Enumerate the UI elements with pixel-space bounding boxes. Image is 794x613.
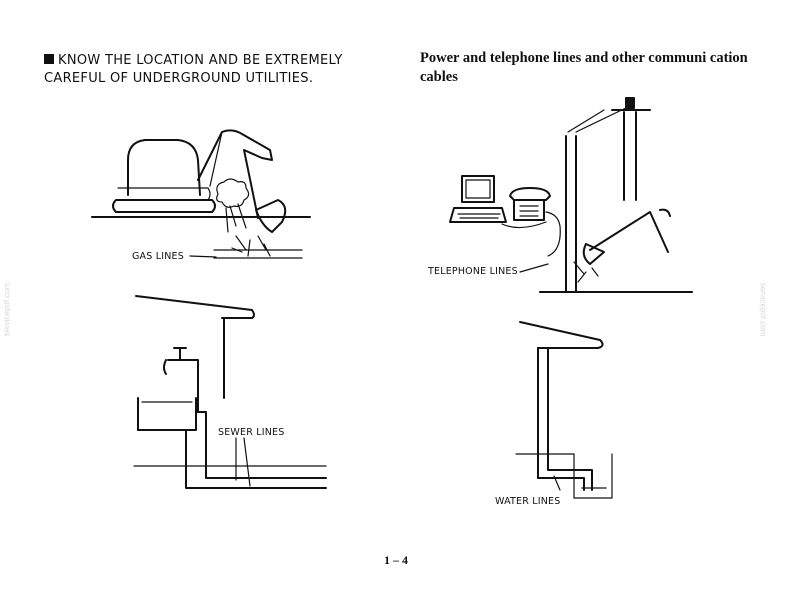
sewer-lines-label: SEWER LINES	[218, 427, 285, 438]
phone-cord	[545, 211, 561, 257]
spark-2-icon	[573, 261, 599, 283]
water-illustration	[515, 321, 613, 499]
computer-monitor-icon	[461, 175, 495, 203]
telephone-lines-label: TELEPHONE LINES	[428, 266, 518, 277]
telephone-illustration	[449, 97, 693, 293]
excavator-track-icon	[112, 199, 216, 213]
roof-gutter-line	[519, 321, 604, 349]
excavator-illustration	[91, 129, 311, 259]
excavator-cab-icon	[127, 139, 201, 196]
telephone-body-icon	[513, 199, 545, 221]
utility-pole	[623, 111, 637, 201]
roof-line	[135, 295, 255, 319]
excavator-arm-icon	[589, 208, 671, 253]
sewer-illustration	[133, 295, 327, 489]
gas-pipe-icon	[213, 249, 303, 259]
insulator-icon	[625, 97, 635, 109]
heading-power-telephone: Power and telephone lines and other comm…	[420, 50, 748, 85]
heading-underground-utilities: KNOW THE LOCATION AND BE EXTREMELY CAREF…	[44, 52, 384, 88]
faucet-handle-icon	[173, 347, 187, 361]
page-number: 1 – 4	[384, 553, 408, 567]
telephone-handset-icon	[509, 187, 551, 201]
gas-lines-label: GAS LINES	[132, 251, 184, 262]
water-lines-label: WATER LINES	[495, 496, 561, 507]
dust-cloud-icon	[216, 178, 250, 208]
downspout-pipe-icon	[537, 347, 593, 491]
sewer-pipe-icon	[185, 411, 327, 489]
excavator-boom-icon	[197, 129, 273, 219]
watermark-right: servicepdf.com	[758, 282, 768, 337]
building-wall-line	[565, 135, 577, 293]
sink-icon	[137, 397, 197, 431]
watermark-left: servicepdf.com	[2, 282, 12, 337]
excavator-bucket-2-icon	[582, 243, 605, 265]
bullet-square-icon	[44, 54, 54, 64]
heading-left-text: KNOW THE LOCATION AND BE EXTREMELY CAREF…	[44, 53, 343, 86]
excavator-bucket-icon	[255, 199, 287, 233]
faucet-pipe-icon	[167, 359, 199, 413]
spark-icon	[231, 235, 271, 257]
keyboard-icon	[449, 207, 507, 223]
water-tank-icon	[515, 453, 613, 499]
